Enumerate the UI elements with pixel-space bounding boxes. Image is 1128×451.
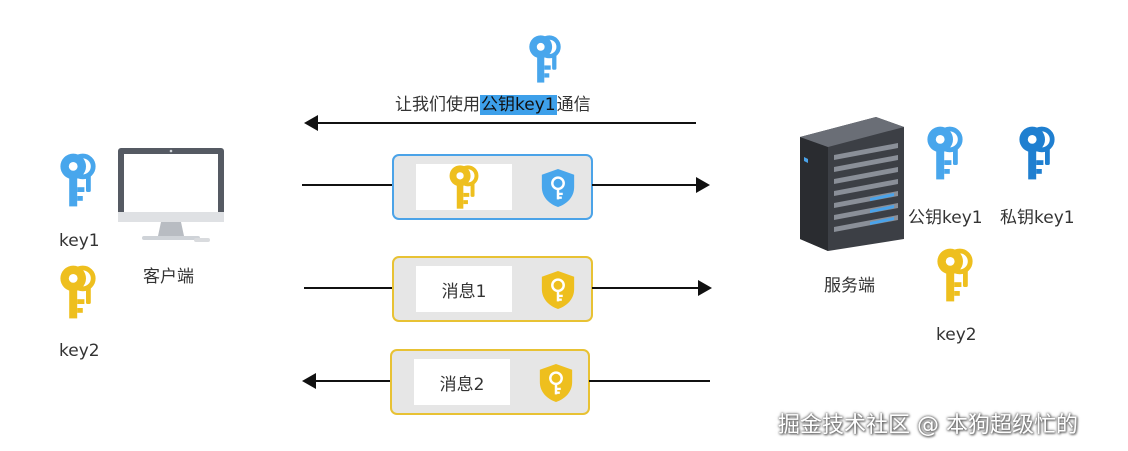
yellow-shield-icon — [539, 269, 577, 311]
arrow-server-to-client-top — [304, 115, 696, 131]
top-message: 让我们使用公钥key1通信 — [395, 90, 591, 115]
symmetric-key2-icon — [446, 164, 482, 210]
top-message-suffix: 通信 — [556, 95, 591, 115]
server-public-key-icon — [922, 125, 968, 181]
server-label: 服务端 — [824, 276, 875, 296]
server-rack-icon — [800, 117, 904, 251]
packet1-content — [416, 164, 512, 210]
client-key1-label: key1 — [59, 231, 100, 251]
packet-message1: 消息1 — [392, 256, 593, 322]
client-key2-icon — [56, 264, 100, 320]
top-message-highlight: 公钥key1 — [480, 95, 557, 115]
blue-shield-icon — [539, 167, 577, 209]
server-public-key-label: 公钥key1 — [908, 208, 983, 228]
packet2-content: 消息1 — [416, 266, 512, 312]
yellow-shield-icon — [537, 362, 575, 404]
top-message-prefix: 让我们使用 — [395, 95, 480, 115]
arrow-packet2-left — [304, 287, 394, 289]
packet-public-key-encrypted — [392, 154, 593, 220]
client-key2-label: key2 — [59, 341, 100, 361]
computer-monitor-icon — [118, 148, 224, 242]
packet-message2: 消息2 — [390, 349, 590, 415]
server-private-key-icon — [1014, 125, 1060, 181]
client-key1-icon — [56, 152, 100, 208]
watermark: 掘金技术社区 @ 本狗超级忙的 — [778, 413, 1078, 438]
server-key2-label: key2 — [936, 325, 977, 345]
arrow-packet1-right — [592, 177, 710, 193]
arrow-packet3-right — [589, 380, 710, 382]
arrow-packet3-left — [302, 373, 392, 389]
server-key2-icon — [932, 247, 978, 303]
arrow-packet1-left — [302, 184, 393, 186]
packet3-content: 消息2 — [414, 359, 510, 405]
client-label: 客户端 — [143, 267, 194, 287]
public-key-icon — [525, 34, 565, 84]
arrow-packet2-right — [592, 280, 712, 296]
server-private-key-label: 私钥key1 — [1000, 208, 1075, 228]
